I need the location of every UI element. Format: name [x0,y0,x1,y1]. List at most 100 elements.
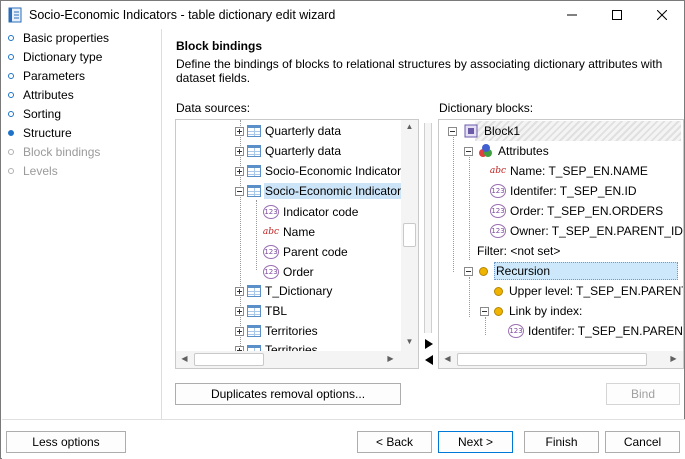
collapse-icon[interactable] [464,146,473,156]
move-left-arrow-icon[interactable] [425,355,433,365]
node-label: Territories [265,324,318,338]
tree-node-table[interactable]: T_Dictionary [235,281,332,301]
step-sorting[interactable]: Sorting [8,105,61,123]
step-dictionary-type[interactable]: Dictionary type [8,48,102,66]
number-field-icon: 123 [263,205,279,219]
scroll-down-icon[interactable]: ▼ [405,337,414,346]
bind-button[interactable]: Bind [606,383,680,405]
vertical-scrollbar[interactable]: ▲ ▼ [401,120,418,351]
tree-node-attributes[interactable]: Attributes [464,141,549,161]
node-label: Order: T_SEP_EN.ORDERS [510,204,664,218]
page-heading: Block bindings [176,39,263,53]
wizard-page: Block bindings Define the bindings of bl… [163,29,684,419]
node-label: Socio-Economic Indicators [265,164,408,178]
scroll-left-icon[interactable]: ◀ [444,354,451,363]
scrollbar-thumb[interactable] [194,353,264,366]
tree-node-table[interactable]: TBL [235,301,287,321]
tree-node-table[interactable]: Territories [235,321,318,341]
expand-icon[interactable] [235,166,244,176]
back-button[interactable]: < Back [357,431,432,453]
collapse-icon[interactable] [235,186,244,196]
next-button[interactable]: Next > [438,431,513,453]
expand-icon[interactable] [235,346,244,353]
scrollbar-thumb[interactable] [457,353,647,366]
tree-node-upper-level[interactable]: Upper level: T_SEP_EN.PARENT_ID [494,281,683,301]
node-label: Identifer: T_SEP_EN.ID [510,184,637,198]
table-icon [247,285,261,297]
step-dot-icon [8,35,14,41]
tree-node-recursion[interactable]: Recursion [464,261,678,281]
tree-node-filter[interactable]: Filter: <not set> [477,241,560,261]
tree-line [485,317,486,335]
finish-button[interactable]: Finish [524,431,599,453]
tree-node-attribute[interactable]: 123 Identifer: T_SEP_EN.ID [490,181,637,201]
splitter[interactable] [420,119,438,369]
node-label: Socio-Economic Indicators [263,183,409,199]
tree-node-link-by-index[interactable]: Link by index: [480,301,582,321]
node-label: Parent code [283,245,348,259]
step-parameters[interactable]: Parameters [8,67,85,85]
step-basic-properties[interactable]: Basic properties [8,29,109,47]
duplicates-removal-button[interactable]: Duplicates removal options... [175,383,401,405]
table-icon [247,145,261,157]
tree-node-table[interactable]: Territories [235,341,318,353]
scroll-right-icon[interactable]: ▶ [387,354,394,363]
data-sources-label: Data sources: [176,101,251,115]
tree-node-table[interactable]: Socio-Economic Indicators [235,161,407,181]
collapse-icon[interactable] [480,306,489,316]
expand-icon[interactable] [235,326,244,336]
step-structure[interactable]: Structure [8,124,72,142]
step-label: Sorting [23,107,62,121]
minimize-icon [566,14,577,16]
tree-node-block[interactable]: Block1 [448,121,520,141]
text-field-icon: abc [262,227,280,237]
scroll-left-icon[interactable]: ◀ [181,354,188,363]
move-right-arrow-icon[interactable] [425,339,433,349]
expand-icon[interactable] [235,286,244,296]
step-attributes[interactable]: Attributes [8,86,74,104]
step-label: Dictionary type [23,50,103,64]
minimize-button[interactable] [549,1,594,29]
cancel-button[interactable]: Cancel [605,431,680,453]
dictionary-blocks-label: Dictionary blocks: [439,101,534,115]
tree-node-table-selected[interactable]: Socio-Economic Indicators [235,181,409,201]
scrollbar-thumb[interactable] [403,223,416,247]
expand-icon[interactable] [235,126,244,136]
scroll-right-icon[interactable]: ▶ [670,354,677,363]
horizontal-scrollbar[interactable]: ◀ ▶ [439,351,683,368]
less-options-button[interactable]: Less options [6,431,126,453]
data-sources-tree[interactable]: Quarterly data Quarterly data Socio-Econ… [175,119,419,369]
number-field-icon: 123 [490,224,506,238]
node-label: Name [283,225,316,239]
horizontal-scrollbar[interactable]: ◀ ▶ [176,351,418,368]
title-bar: Socio-Economic Indicators - table dictio… [1,1,684,29]
expand-icon[interactable] [235,306,244,316]
maximize-button[interactable] [594,1,639,29]
tree-node-table[interactable]: Quarterly data [235,121,341,141]
close-button[interactable] [639,1,684,29]
scroll-up-icon[interactable]: ▲ [405,122,414,131]
collapse-icon[interactable] [448,126,457,136]
node-label: T_Dictionary [265,284,333,298]
node-label: Identifer: T_SEP_EN.PARENT_ID [528,324,683,338]
node-label: Upper level: T_SEP_EN.PARENT_ID [509,284,683,298]
expand-icon[interactable] [235,146,244,156]
node-label: Quarterly data [265,144,342,158]
dictionary-app-icon [8,7,22,23]
number-field-icon: 123 [490,184,506,198]
collapse-icon[interactable] [464,266,473,276]
attributes-icon [479,144,492,157]
node-label: Filter: <not set> [477,244,561,258]
tree-node-table[interactable]: Quarterly data [235,141,341,161]
step-dot-icon [8,111,14,117]
step-dot-icon [8,168,14,174]
